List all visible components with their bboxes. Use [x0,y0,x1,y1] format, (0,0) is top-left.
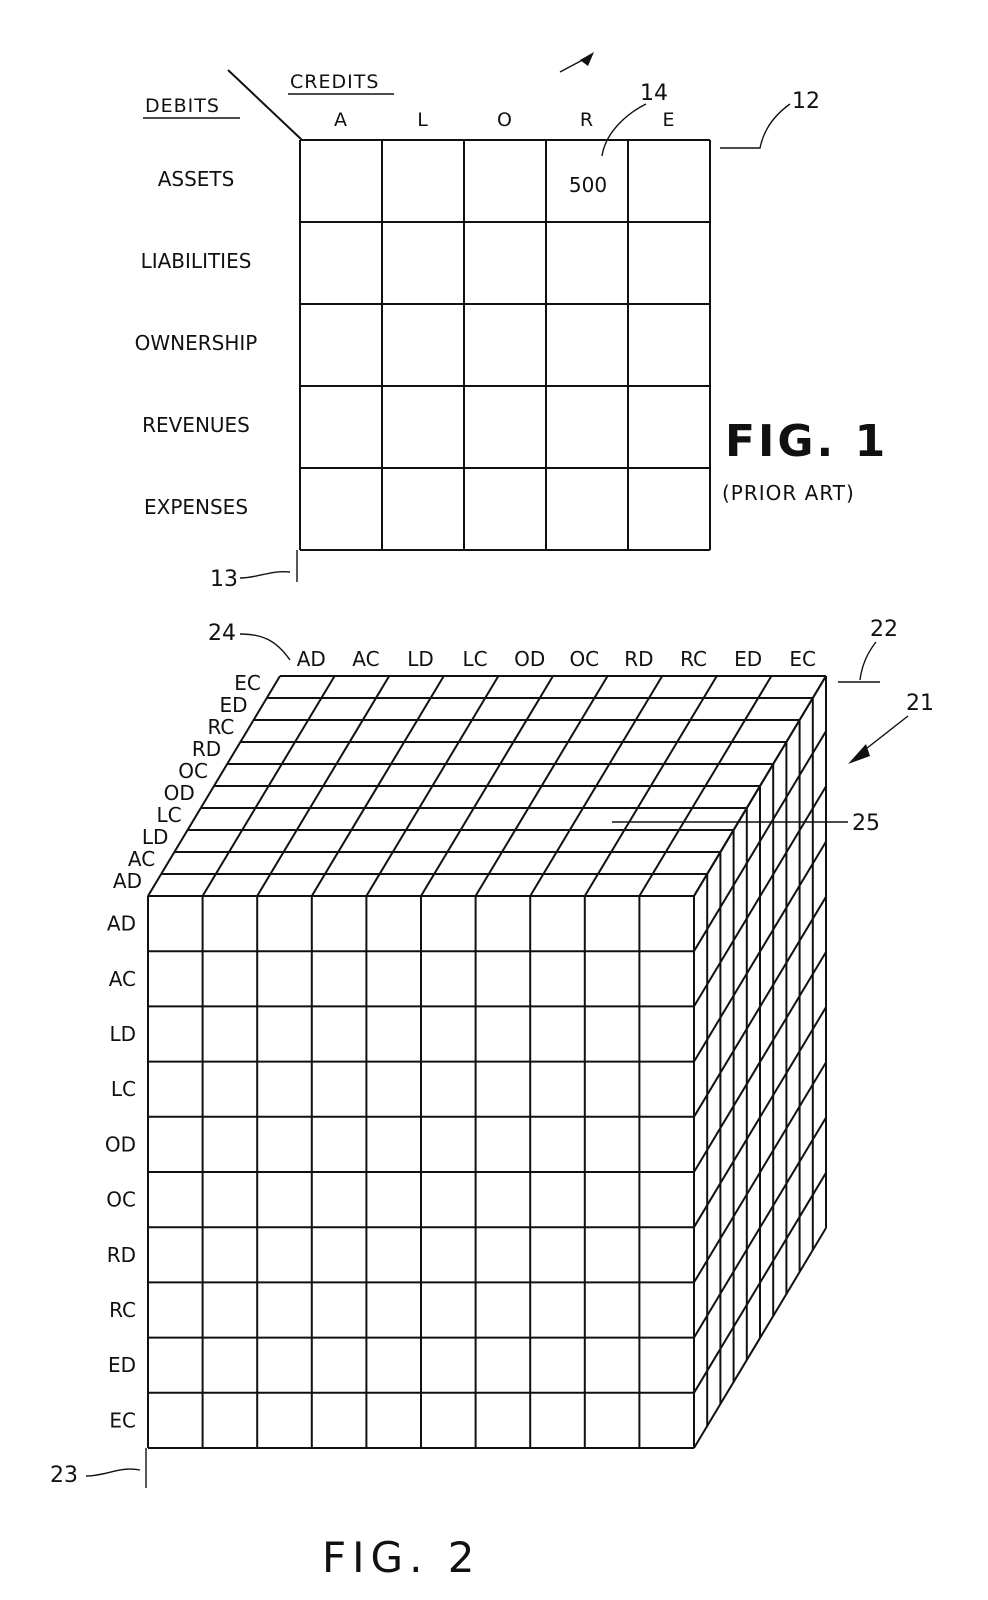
ref-axis-13: 13 [210,567,238,592]
cube-top-face [147,675,827,897]
fig1-column-header: A [334,109,348,131]
cube-top-receding-line [147,675,281,897]
cube-front-label: EC [109,1408,136,1432]
fig1-column-header: L [417,109,429,131]
cube-front-label: OC [106,1188,136,1212]
ref-cell-14: 14 [640,81,668,106]
cube-top-label: LC [463,647,488,671]
cube-front-label: RC [109,1298,136,1322]
cube-front-label: LD [109,1022,136,1046]
fig1-row-label: OWNERSHIP [135,331,258,355]
cube-top-label: RD [624,647,653,671]
fig1-row-label: LIABILITIES [141,249,252,273]
corner-diagonal [227,69,303,141]
fig1-column-header: E [662,109,675,131]
fig1-column-header: O [497,109,513,131]
cube-side-label: LD [142,825,169,849]
cube-side-label: EC [234,671,261,695]
cube-side-receding-line [693,675,827,897]
cube-side-label: ED [220,693,248,717]
ref-header-24: 24 [208,621,236,646]
cube-front-label: LC [111,1077,136,1101]
cube-top-receding-line [583,675,718,897]
ref-header-24-leader [239,633,291,661]
fig1-row-labels: ASSETS LIABILITIES OWNERSHIP REVENUES EXPENS… [135,167,258,519]
cube-top-label: EC [789,647,816,671]
ref-table-12-leader [720,103,791,149]
cube-side-label: RC [208,715,235,739]
cube-top-label: RC [680,647,707,671]
cube-top-labels: AD AC LD LC OD OC RD RC ED EC [297,647,816,671]
cube-side-receding-line [693,785,827,1007]
cube-side-receding-line [693,896,827,1118]
fig2-title: FIG. 2 [322,1533,481,1582]
cube-side-receding-line [693,1006,827,1228]
ref-axis-13-leader [239,570,291,579]
cube-side-label: AD [113,869,142,893]
ref-cube-21: 21 [906,691,934,716]
cube-side-receding-line [693,841,827,1063]
ref-cell-14-leader [601,103,647,157]
ref-cube-21-leader [861,715,909,753]
cube-front-label: RD [107,1243,136,1267]
cube-top-label: LD [407,647,434,671]
cube-top-receding-line [420,675,554,897]
cube-side-label: RD [192,737,221,761]
debits-label: DEBITS [145,95,220,117]
cell-value: 500 [569,173,607,197]
fig1-subtitle: (PRIOR ART) [722,481,855,505]
cube-side-receding-line [693,730,827,952]
fig1-title: FIG. 1 [725,416,888,467]
cube-top-receding-line [256,675,391,897]
ref-cell-25: 25 [852,811,880,836]
fig1-matrix: CREDITS DEBITS A L O R E ASSETS LIABILITIES OW… [135,52,888,592]
cube-top-receding-line [529,675,664,897]
cube-front-label: AC [109,967,136,991]
cube-side-face [693,675,827,1449]
cube-side-label: AC [128,847,155,871]
fig1-row-label: EXPENSES [144,495,248,519]
fig1-row-label: REVENUES [142,413,250,437]
ref-axis-23: 23 [50,1463,78,1488]
fig1-grid [299,139,711,551]
fig1-column-header: R [580,109,594,131]
cube-side-receding-line [693,1061,827,1283]
cube-side-receding-line [693,1227,827,1449]
cube-top-receding-line [638,675,773,897]
cube-side-label: OD [164,781,195,805]
cube-front-label: OD [105,1132,136,1156]
cube-top-label: ED [734,647,762,671]
ref-top-22-leader [859,641,877,681]
cube-top-label: OC [569,647,599,671]
cube-top-label: OD [514,647,545,671]
cube-top-label: AD [297,647,326,671]
pointer-arrow-icon [580,52,594,66]
cube-top-receding-line [310,675,445,897]
cube-top-label: AC [352,647,379,671]
cube-top-receding-line [365,675,500,897]
cube-front-label: ED [108,1353,136,1377]
cube-side-label: OC [178,759,208,783]
ref-table-12: 12 [792,89,820,114]
cube-side-label: LC [156,803,181,827]
ref-cube-21-arrow-icon [848,744,870,764]
fig1-row-label: ASSETS [158,167,235,191]
cube-front-labels: AD AC LD LC OD OC RD RC ED EC [105,912,136,1433]
cube-side-receding-line [693,1117,827,1339]
cube-top-receding-line [474,675,609,897]
cube-top-receding-line [201,675,336,897]
credits-label: CREDITS [290,71,379,93]
ref-axis-23-leader [85,1468,141,1477]
ref-top-22: 22 [870,617,898,642]
cube-front-label: AD [107,912,136,936]
cube-side-receding-line [693,951,827,1173]
cube-side-receding-line [693,1172,827,1394]
cube-front-face [147,895,695,1449]
